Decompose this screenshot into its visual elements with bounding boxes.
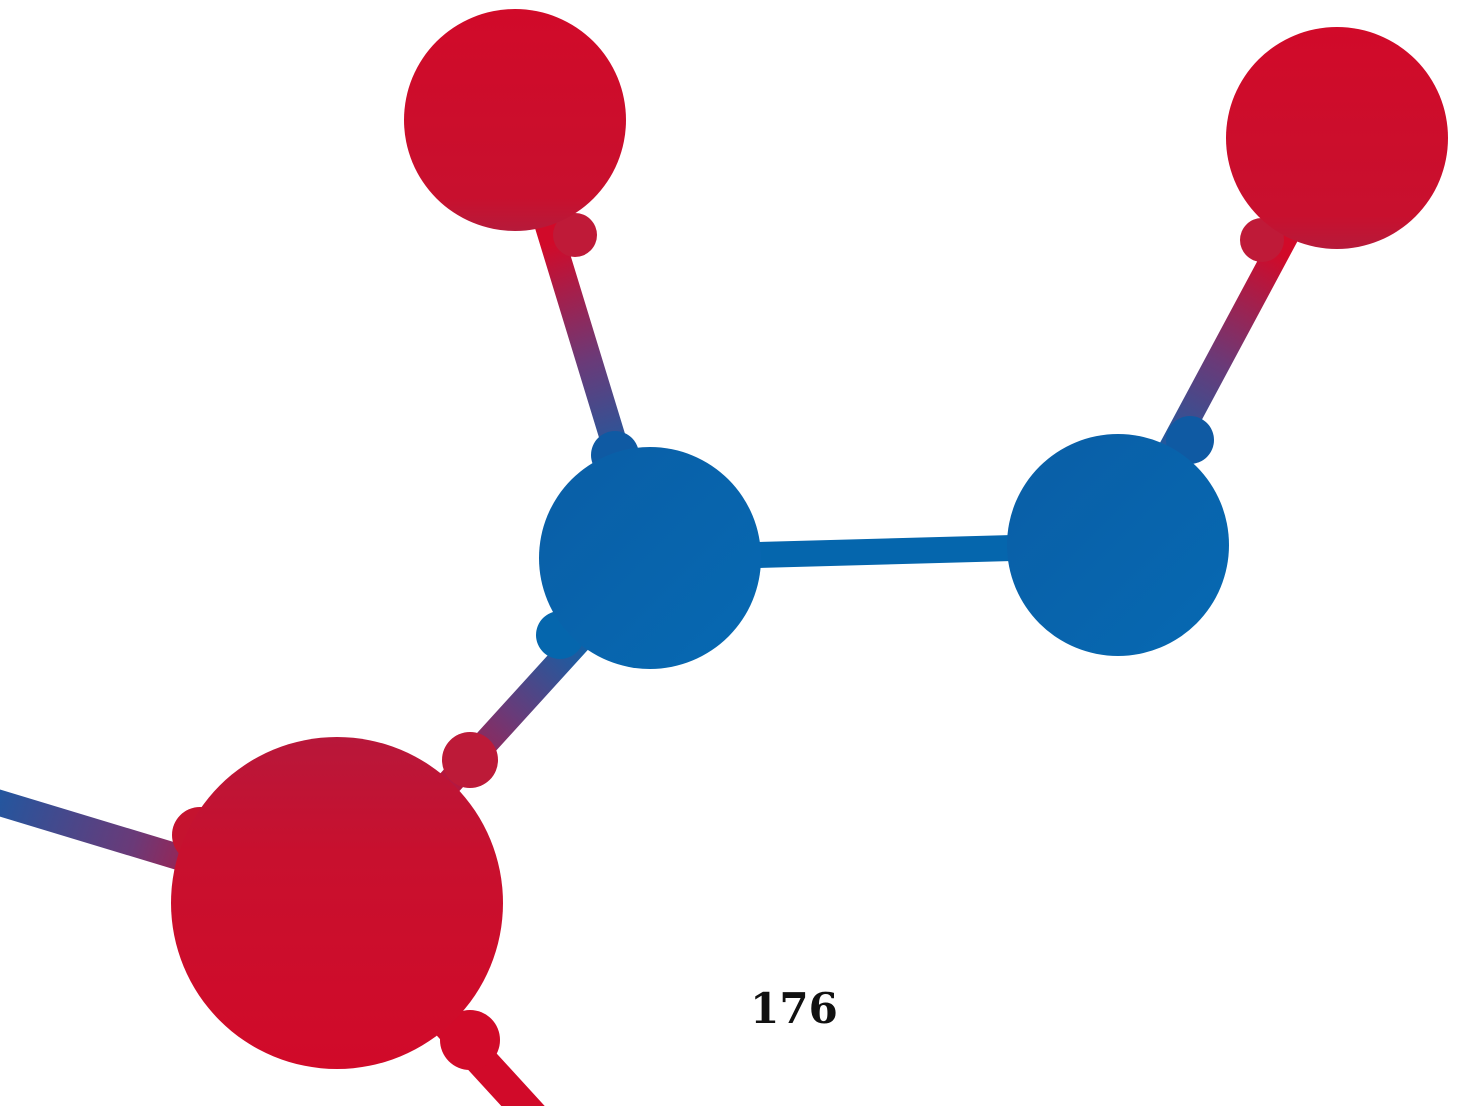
fillet <box>1240 218 1284 262</box>
fillet <box>440 1010 500 1070</box>
fillet <box>553 213 597 257</box>
page-number: 176 <box>750 984 838 1033</box>
fillet <box>442 732 498 788</box>
atom-blue-left <box>539 447 761 669</box>
atom-red-big <box>171 737 503 1069</box>
atom-blue-right <box>1007 434 1229 656</box>
atom-red-top-right <box>1226 27 1448 249</box>
atom-red-top <box>404 9 626 231</box>
